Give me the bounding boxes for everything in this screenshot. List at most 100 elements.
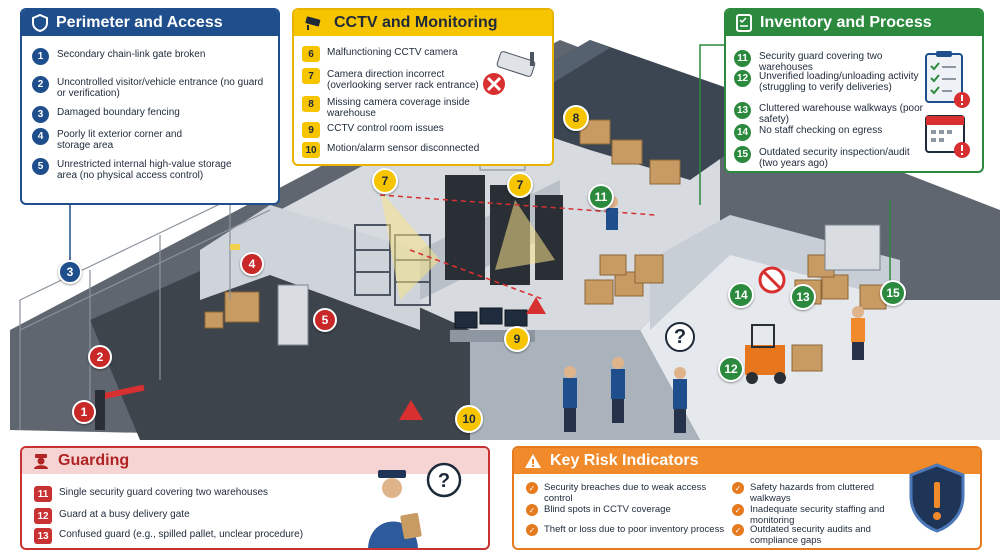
item-text: CCTV control room issues (327, 123, 444, 134)
perimeter-item: 2 Uncontrolled visitor/vehicle entrance (… (32, 76, 272, 99)
perimeter-item: 5 Unrestricted internal high-value storag… (32, 158, 232, 181)
wall-lamp (230, 244, 240, 250)
front-wall (470, 330, 700, 440)
marker-badge-14: 14 (728, 282, 754, 308)
check-icon: ✓ (732, 482, 744, 494)
check-icon: ✓ (732, 524, 744, 536)
item-number: 7 (302, 68, 320, 84)
item-number: 13 (34, 528, 52, 544)
forklift (745, 324, 786, 384)
risk-text: Security breaches due to weak access con… (544, 482, 707, 504)
marker-badge-10: 10 (455, 405, 483, 433)
item-number: 8 (302, 96, 320, 112)
perimeter-item: 4 Poorly lit exterior corner and storage … (32, 128, 212, 151)
server-racks (445, 175, 563, 285)
guarding-header: Guarding (22, 448, 488, 474)
inventory-item: 12 Unverified loading/unloading activity … (734, 70, 919, 93)
check-icon: ✓ (732, 504, 744, 516)
item-number: 6 (302, 46, 320, 62)
item-number: 5 (32, 158, 49, 175)
item-number: 10 (302, 142, 320, 158)
camera-beam-7b (495, 200, 555, 270)
item-text: Poorly lit exterior corner and storage a… (57, 129, 183, 151)
risk-item: ✓ Blind spots in CCTV coverage (526, 504, 726, 516)
item-number: 15 (734, 146, 751, 163)
item-number: 13 (734, 102, 751, 119)
broken-camera-icon (483, 51, 536, 95)
guarding-item: 13 Confused guard (e.g., spilled pallet, … (34, 528, 354, 544)
item-text: Guard at a busy delivery gate (59, 509, 190, 520)
guarding-item: 11 Single security guard covering two war… (34, 486, 354, 502)
item-number: 12 (734, 70, 751, 87)
item-number: 12 (34, 508, 52, 524)
shield-alert-icon (909, 463, 965, 533)
item-number: 1 (32, 48, 49, 65)
cctv-item: 8 Missing camera coverage inside warehous… (302, 96, 472, 119)
item-text: Uncontrolled visitor/vehicle entrance (n… (57, 77, 264, 99)
item-number: 14 (734, 124, 751, 141)
warning-triangle-icon (526, 297, 546, 314)
warning-triangle-icon-2 (399, 400, 423, 420)
left-wall (200, 205, 420, 330)
marker-badge-8: 8 (563, 105, 589, 131)
item-text: Motion/alarm sensor disconnected (327, 143, 480, 154)
item-number: 2 (32, 76, 49, 93)
risk-item: ✓Theft or loss due to poor inventory pro… (526, 524, 726, 536)
item-text: Damaged boundary fencing (57, 107, 180, 118)
perimeter-header: Perimeter and Access (22, 10, 278, 36)
cctv-camera-icon (305, 16, 321, 30)
inventory-item: 13 Cluttered warehouse walkways (poor saf… (734, 102, 934, 125)
barrier-post (95, 390, 105, 430)
cctv-title: CCTV and Monitoring (334, 14, 498, 31)
marker-badge-1: 1 (72, 400, 96, 424)
camera-beam-7a (380, 190, 440, 300)
shield-icon (32, 14, 48, 32)
cctv-item: 9 CCTV control room issues (302, 122, 492, 138)
marker-badge-3: 3 (58, 260, 82, 284)
item-text: Confused guard (e.g., spilled pallet, un… (59, 529, 304, 540)
risk-text: Safety hazards from cluttered walkways (750, 482, 875, 504)
marker-badge-5: 5 (313, 308, 337, 332)
check-icon: ✓ (526, 482, 538, 494)
risk-text: Outdated security audits and compliance … (750, 524, 871, 546)
risk-title: Key Risk Indicators (550, 452, 699, 469)
item-number: 9 (302, 122, 320, 138)
item-text: Single security guard covering two wareh… (59, 487, 268, 498)
risk-text: Inadequate security staffing and monitor… (750, 504, 885, 526)
item-text: Unverified loading/unloading activity (s… (759, 71, 919, 93)
item-text: Secondary chain-link gate broken (57, 49, 206, 60)
marker-badge-13: 13 (790, 284, 816, 310)
laser-line-2 (409, 249, 546, 301)
inventory-title: Inventory and Process (760, 14, 932, 31)
item-number: 4 (32, 128, 49, 145)
cctv-item: 10 Motion/alarm sensor disconnected (302, 142, 502, 158)
guarding-panel: Guarding 11 Single security guard coverin… (20, 446, 490, 550)
item-number: 11 (34, 486, 52, 502)
control-room-monitors (454, 307, 528, 329)
perimeter-title: Perimeter and Access (56, 14, 223, 31)
item-text: Cluttered warehouse walkways (poor safet… (759, 103, 923, 125)
question-bubble-icon: ? (665, 322, 695, 352)
inventory-header: Inventory and Process (726, 10, 982, 36)
risk-item: ✓ Inadequate security staffing and monito… (732, 504, 910, 526)
risk-item: ✓ Security breaches due to weak access co… (526, 482, 726, 504)
item-text: Camera direction incorrect (overlooking … (327, 69, 479, 91)
cctv-item: 7 Camera direction incorrect (overlooking… (302, 68, 482, 91)
risk-text: Theft or loss due to poor inventory proc… (544, 524, 725, 535)
roller-door-left (277, 284, 309, 346)
item-text: Unrestricted internal high-value storage… (57, 159, 232, 181)
svg-text:?: ? (438, 470, 450, 492)
risk-text: Blind spots in CCTV coverage (544, 504, 671, 515)
risk-header: Key Risk Indicators (514, 448, 980, 474)
guarding-title: Guarding (58, 452, 130, 469)
clipboard-calendar-icon (925, 51, 970, 158)
cctv-header: CCTV and Monitoring (294, 10, 552, 36)
warning-icon (525, 454, 541, 468)
risk-item: ✓ Outdated security audits and compliance… (732, 524, 910, 546)
item-text: Malfunctioning CCTV camera (327, 47, 458, 58)
check-icon: ✓ (526, 504, 538, 516)
item-text: Missing camera coverage inside warehouse (327, 97, 470, 119)
